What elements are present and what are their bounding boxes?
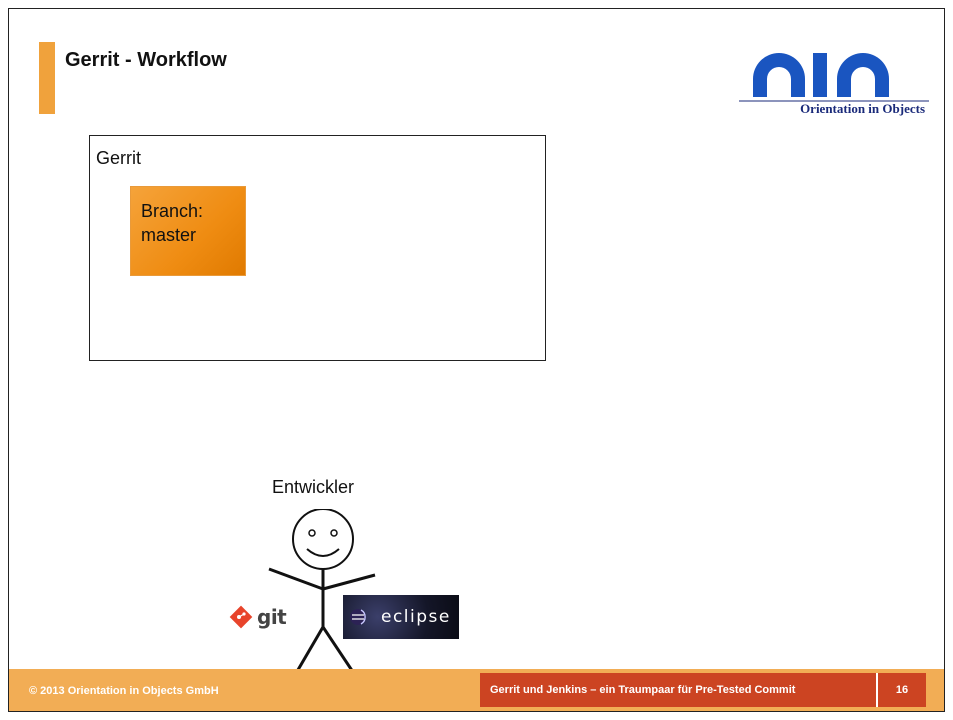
- gerrit-box: Gerrit Branch: master: [89, 135, 546, 361]
- developer-label: Entwickler: [272, 477, 355, 497]
- slide: Gerrit - Workflow Orientation in Objects…: [8, 8, 945, 712]
- footer-copyright: © 2013 Orientation in Objects GmbH: [29, 685, 219, 697]
- eclipse-text: eclipse: [381, 607, 451, 627]
- gerrit-label: Gerrit: [96, 148, 141, 168]
- footer-talk-title: Gerrit und Jenkins – ein Traumpaar für P…: [490, 684, 796, 696]
- logo-text: Orientation in Objects: [800, 101, 925, 116]
- slide-title: Gerrit - Workflow: [65, 49, 227, 71]
- page-number: 16: [895, 684, 909, 696]
- footer-separator: [876, 673, 878, 707]
- branch-name: master: [141, 225, 197, 245]
- stick-figure-icon: [268, 509, 376, 676]
- footer-title-panel: Gerrit und Jenkins – ein Traumpaar für P…: [480, 673, 926, 707]
- git-logo: git: [229, 599, 317, 635]
- eclipse-logo: eclipse: [343, 595, 459, 639]
- eclipse-icon: [350, 609, 366, 625]
- oio-logo-icon: [739, 53, 929, 102]
- oio-logo: Orientation in Objects: [733, 47, 931, 117]
- title-accent-bar: [39, 42, 55, 114]
- footer-bar: © 2013 Orientation in Objects GmbH Gerri…: [9, 669, 944, 711]
- git-icon: [229, 605, 253, 629]
- git-text: git: [257, 605, 287, 629]
- branch-master-box: Branch: master: [130, 186, 246, 276]
- branch-label: Branch:: [141, 201, 204, 221]
